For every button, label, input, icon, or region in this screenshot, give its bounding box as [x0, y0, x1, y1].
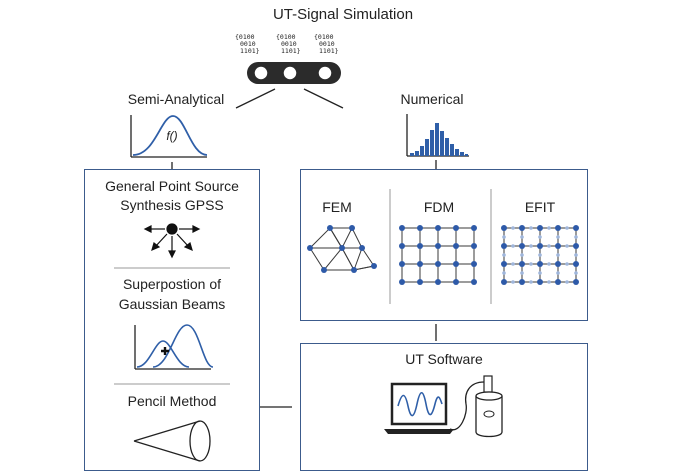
gpss-label-line2: Synthesis GPSS [120, 197, 224, 213]
transducer-probe-icon [475, 375, 503, 438]
fdm-grid-icon [399, 225, 477, 285]
fdm-label: FDM [423, 199, 455, 215]
gaussian-label-line2: Gaussian Beams [118, 296, 226, 312]
bit-row: 1101} [319, 47, 339, 55]
pencil-method-label: Pencil Method [127, 393, 217, 409]
semi-analytical-box [84, 169, 260, 471]
function-label: f() [166, 129, 178, 143]
numerical-dividers [389, 189, 492, 304]
conveyor-belt-icon [247, 62, 341, 84]
gaussian-label-line1: Superpostion of [122, 276, 222, 292]
divider [114, 267, 230, 269]
bit-row: {0100 [235, 33, 255, 41]
gpss-label-line1: General Point Source [105, 178, 239, 194]
ut-software-box [300, 343, 588, 471]
bit-group-1: {0100 0010 1101} [235, 34, 260, 55]
gaussian-function-icon [130, 115, 208, 158]
efit-grid-icon [501, 225, 579, 285]
point-source-icon [143, 223, 201, 259]
bit-group-2: {0100 0010 1101} [276, 34, 301, 55]
numerical-label: Numerical [400, 91, 464, 107]
laptop-icon [384, 382, 454, 434]
laptop-probe-icon [384, 375, 503, 438]
bit-group-3: {0100 0010 1101} [314, 34, 339, 55]
fem-mesh-icon [307, 225, 377, 273]
numerical-box [300, 169, 588, 321]
divider [114, 383, 230, 385]
histogram-icon [406, 114, 469, 157]
bit-row: {0100 [276, 33, 296, 41]
bit-row: 0010 [240, 40, 256, 48]
bit-row: 0010 [281, 40, 297, 48]
efit-label: EFIT [524, 199, 556, 215]
semi-analytical-label: Semi-Analytical [127, 91, 225, 107]
fem-label: FEM [322, 199, 352, 215]
bit-row: 1101} [240, 47, 260, 55]
bit-row: 1101} [281, 47, 301, 55]
diagram-title: UT-Signal Simulation [272, 6, 414, 23]
bit-row: 0010 [319, 40, 335, 48]
ut-software-label: UT Software [405, 351, 483, 367]
bit-row: {0100 [314, 33, 334, 41]
pencil-cone-icon [133, 420, 211, 462]
gaussian-beams-icon [134, 324, 214, 370]
